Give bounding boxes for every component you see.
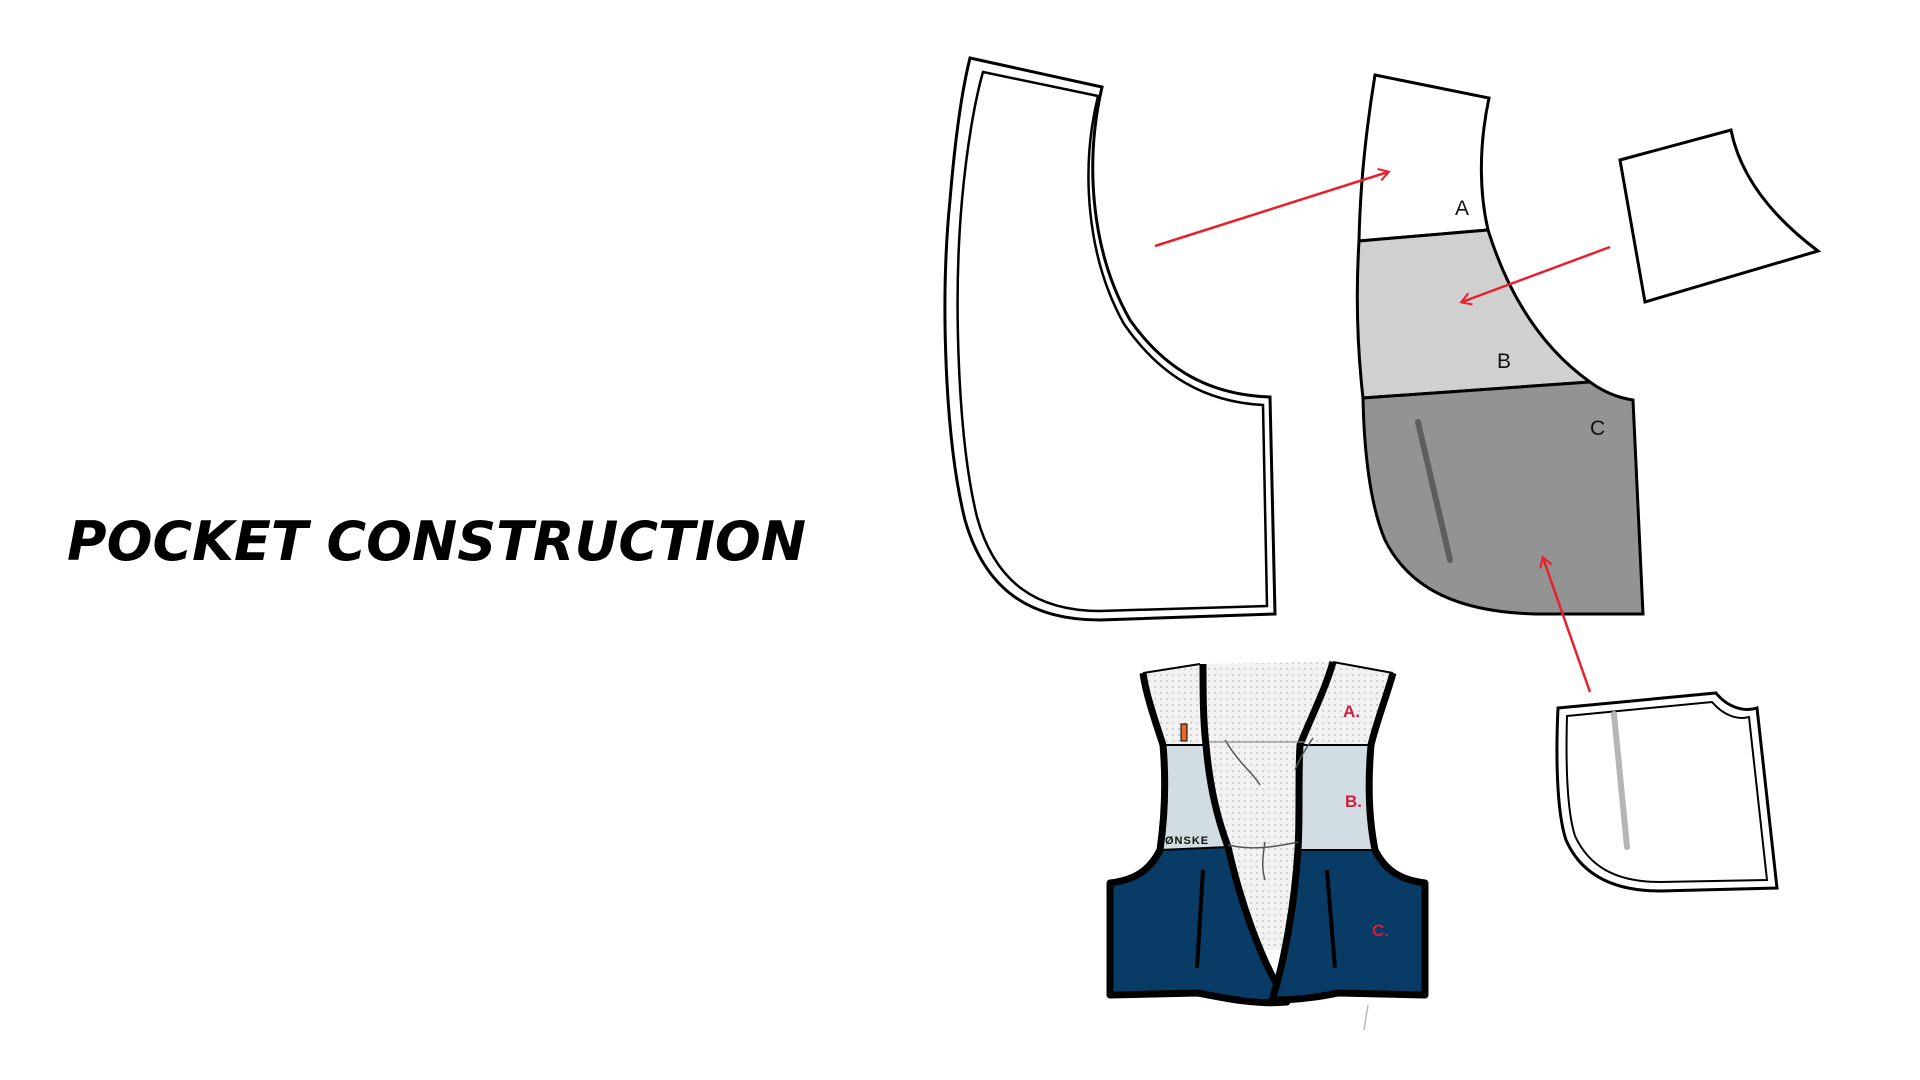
vest-drawcord bbox=[1224, 737, 1314, 881]
zipper-right bbox=[1325, 869, 1337, 969]
pocket-bag-piece bbox=[1555, 691, 1779, 893]
section-label-a: A bbox=[1455, 197, 1469, 220]
lining-pattern-piece bbox=[943, 56, 1277, 622]
arrow-piece-to-b bbox=[1459, 245, 1611, 306]
small-pocket-piece bbox=[1618, 128, 1822, 304]
arrow-bag-to-c bbox=[1539, 555, 1592, 693]
zipper-line bbox=[1415, 419, 1453, 563]
vest-label-a: A. bbox=[1343, 702, 1360, 721]
page-title: POCKET CONSTRUCTION bbox=[67, 510, 807, 573]
zipper-left bbox=[1195, 869, 1205, 969]
vest-label-c: C. bbox=[1372, 921, 1389, 940]
vest-brand-label: ØNSKE bbox=[1165, 835, 1209, 847]
zipper-line bbox=[1611, 711, 1630, 850]
arrow-lining-to-a bbox=[1154, 168, 1391, 248]
assembly-arrows bbox=[1154, 168, 1611, 693]
vest-label-b: B. bbox=[1345, 792, 1362, 811]
section-label-b: B bbox=[1497, 350, 1511, 373]
section-label-c: C bbox=[1590, 417, 1605, 440]
finished-vest-illustration: ØNSKE A. B. C. bbox=[1106, 661, 1429, 1031]
vest-right-panel bbox=[1268, 661, 1429, 1004]
panel-section-b bbox=[1355, 228, 1595, 400]
front-panel-piece: A B C bbox=[1355, 73, 1645, 616]
panel-section-c bbox=[1361, 380, 1645, 616]
panel-section-a bbox=[1357, 73, 1491, 243]
vest-left-panel: ØNSKE bbox=[1106, 663, 1291, 1007]
